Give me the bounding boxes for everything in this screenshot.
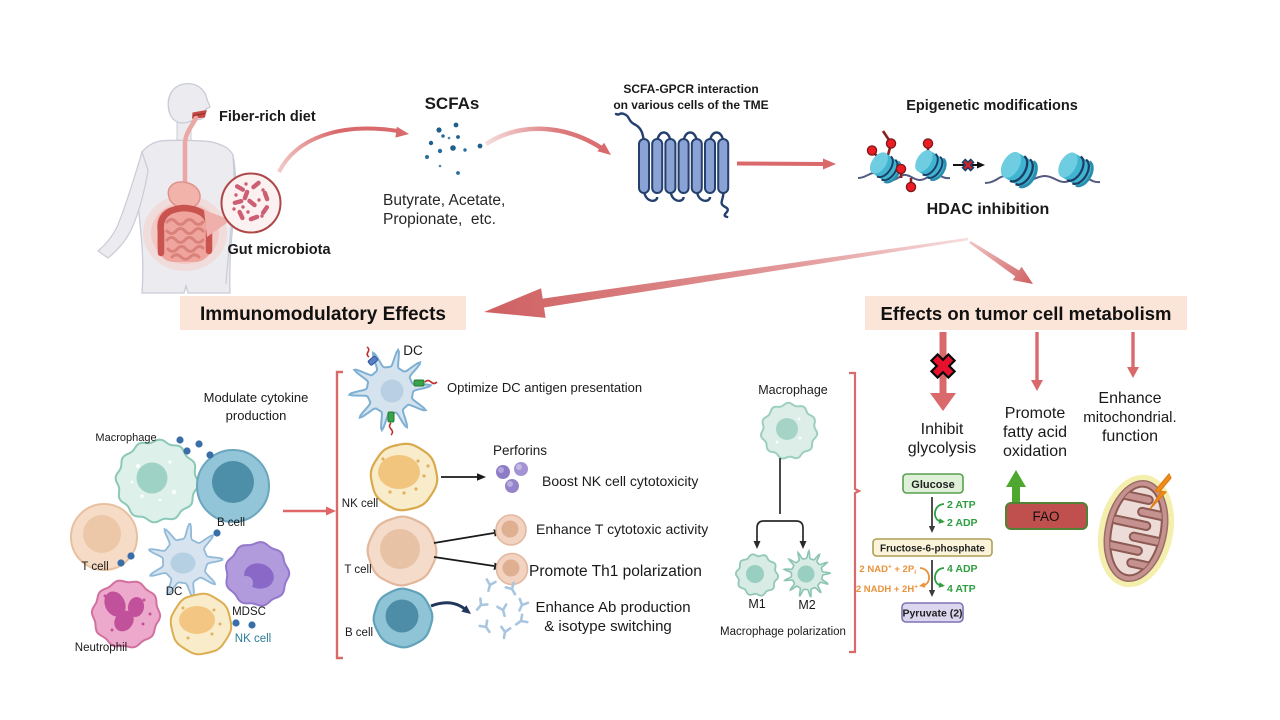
svg-text:Optimize DC antigen presentati: Optimize DC antigen presentation [447, 380, 642, 395]
svg-text:Macrophage polarization: Macrophage polarization [720, 626, 846, 638]
svg-text:Immunomodulatory Effects: Immunomodulatory Effects [200, 304, 446, 325]
svg-text:FAO: FAO [1032, 509, 1059, 524]
svg-text:Effects on tumor cell metaboli: Effects on tumor cell metabolism [881, 303, 1172, 324]
svg-text:Neutrophil: Neutrophil [75, 642, 127, 654]
svg-text:Glucose: Glucose [911, 479, 954, 491]
svg-text:Enhance: Enhance [1098, 390, 1161, 407]
svg-text:M1: M1 [748, 597, 765, 611]
svg-text:Boost NK cell cytotoxicity: Boost NK cell cytotoxicity [542, 473, 698, 489]
svg-text:DC: DC [166, 586, 183, 598]
svg-text:NK cell: NK cell [235, 633, 271, 645]
svg-text:B cell: B cell [345, 627, 373, 639]
svg-text:T cell: T cell [81, 561, 108, 573]
svg-text:B cell: B cell [217, 517, 245, 529]
svg-text:2 ATP: 2 ATP [947, 499, 976, 511]
svg-text:oxidation: oxidation [1003, 443, 1067, 460]
svg-text:T cell: T cell [344, 564, 371, 576]
svg-text:Inhibit: Inhibit [921, 421, 964, 438]
svg-text:MDSC: MDSC [232, 606, 266, 618]
svg-text:Fiber-rich diet: Fiber-rich diet [219, 109, 316, 125]
svg-text:Promote: Promote [1005, 405, 1066, 422]
svg-text:on various cells of the TME: on various cells of the TME [613, 98, 768, 112]
svg-text:4 ADP: 4 ADP [947, 563, 978, 575]
svg-text:Promote Th1 polarization: Promote Th1 polarization [529, 563, 702, 580]
svg-text:2 ADP: 2 ADP [947, 517, 978, 529]
svg-text:Modulate cytokine: Modulate cytokine [204, 390, 309, 405]
svg-text:DC: DC [403, 343, 423, 358]
svg-text:function: function [1102, 428, 1158, 445]
svg-text:2 NADH + 2H+: 2 NADH + 2H+ [856, 584, 918, 596]
svg-text:Fructose-6-phosphate: Fructose-6-phosphate [880, 544, 985, 555]
svg-text:M2: M2 [798, 598, 815, 612]
svg-text:4 ATP: 4 ATP [947, 583, 976, 595]
svg-text:Enhance Ab production: Enhance Ab production [535, 599, 690, 616]
svg-text:& isotype switching: & isotype switching [544, 618, 672, 635]
svg-text:Perforins: Perforins [493, 443, 547, 458]
svg-text:glycolysis: glycolysis [908, 440, 976, 457]
svg-text:production: production [226, 408, 287, 423]
svg-text:Propionate, etc.: Propionate, etc. [383, 211, 496, 228]
svg-text:Macrophage: Macrophage [95, 432, 156, 444]
svg-text:Butyrate, Acetate,: Butyrate, Acetate, [383, 192, 505, 209]
svg-text:2 NAD+ + 2Pi: 2 NAD+ + 2Pi [859, 564, 916, 577]
svg-text:SCFA-GPCR interaction: SCFA-GPCR interaction [623, 82, 758, 96]
svg-text:Gut microbiota: Gut microbiota [227, 242, 331, 258]
svg-text:Pyruvate (2): Pyruvate (2) [902, 608, 962, 620]
svg-text:NK cell: NK cell [342, 498, 378, 510]
svg-text:Macrophage: Macrophage [758, 383, 828, 397]
svg-text:Enhance T cytotoxic activity: Enhance T cytotoxic activity [536, 521, 708, 537]
svg-text:mitochondrial.: mitochondrial. [1083, 409, 1176, 426]
svg-text:SCFAs: SCFAs [425, 94, 480, 113]
svg-text:HDAC inhibition: HDAC inhibition [927, 201, 1050, 218]
svg-text:fatty acid: fatty acid [1003, 424, 1067, 441]
svg-text:Epigenetic modifications: Epigenetic modifications [906, 98, 1078, 114]
